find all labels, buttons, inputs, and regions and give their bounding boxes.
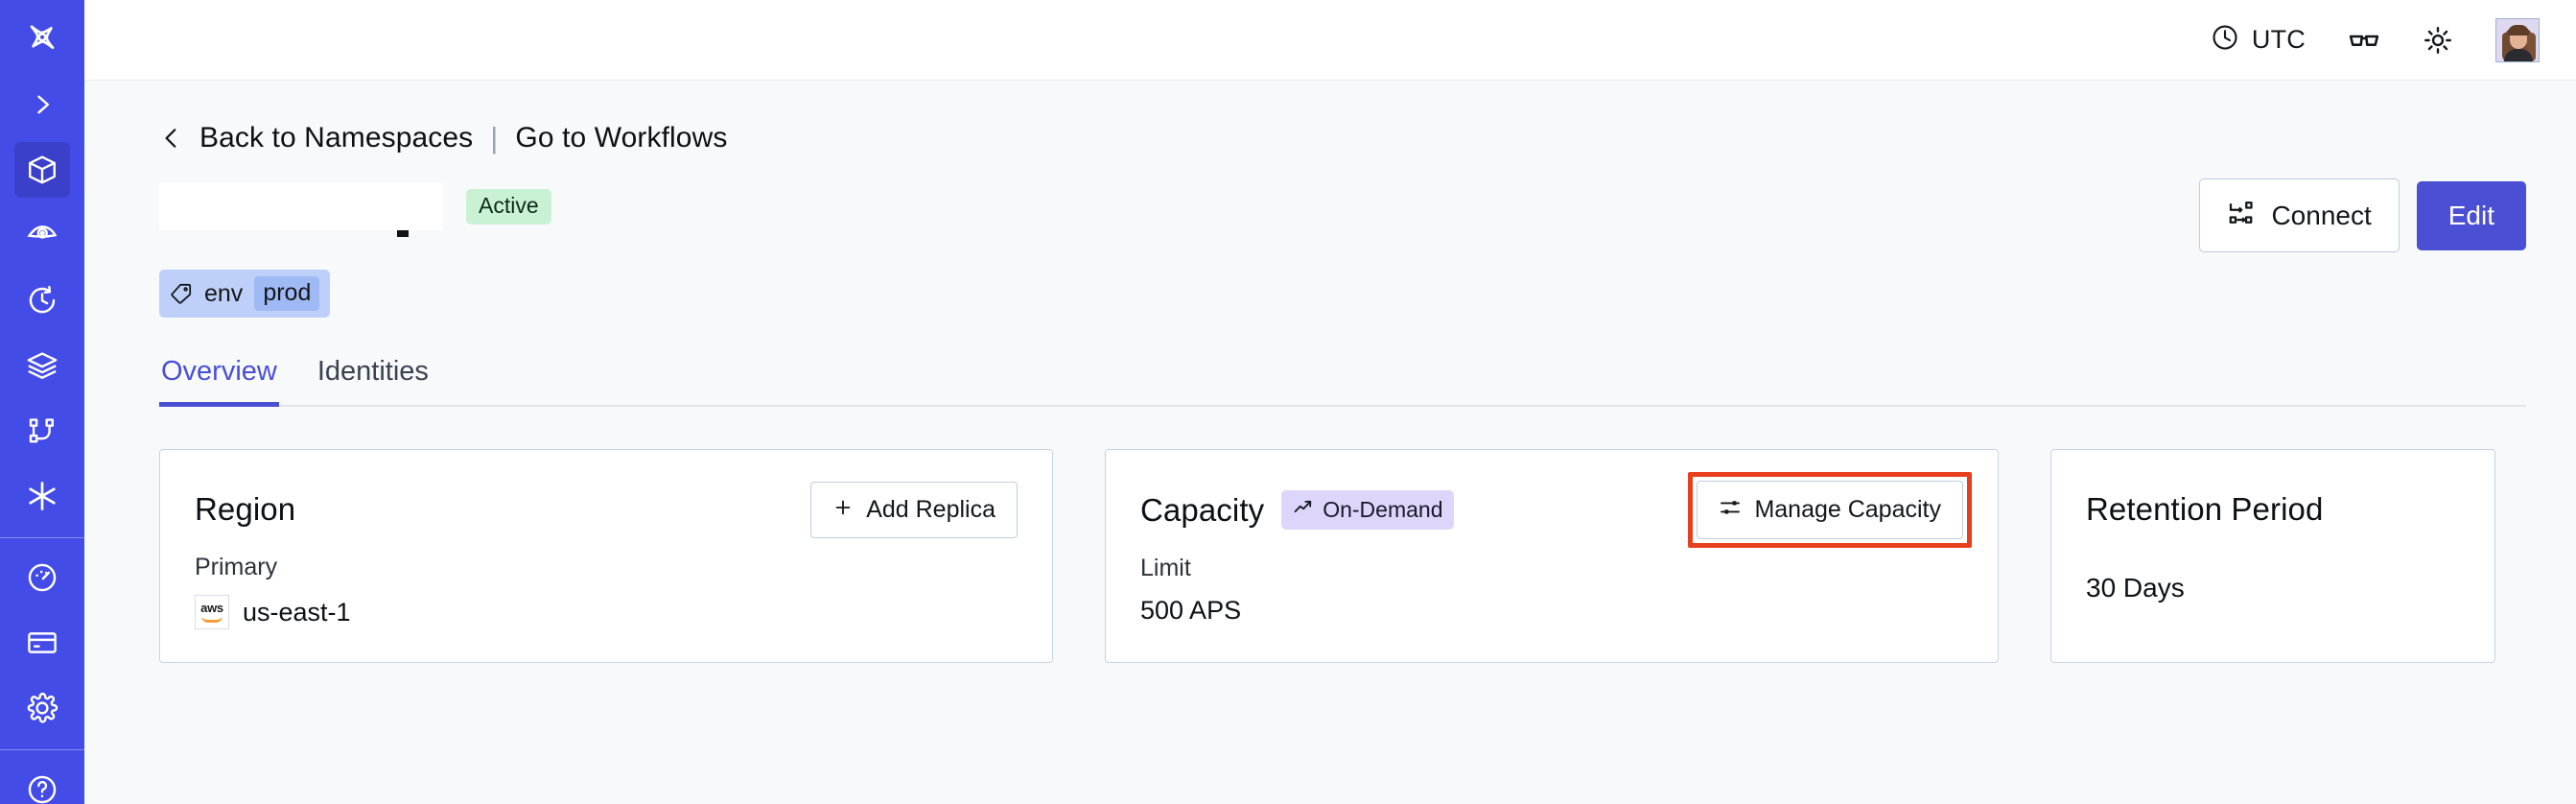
avatar-hair-left [2502,32,2510,59]
sidebar-item-workflows[interactable] [14,403,70,459]
region-card: Region Add Replica Primary aws [159,449,1053,663]
sidebar-item-expand[interactable] [14,77,70,132]
manage-capacity-label: Manage Capacity [1754,496,1941,523]
edit-button[interactable]: Edit [2416,180,2526,250]
sidebar-item-namespaces[interactable] [14,142,70,198]
back-to-namespaces-link[interactable]: Back to Namespaces [199,122,474,154]
clock-arrow-icon [26,284,59,317]
overview-cards: Region Add Replica Primary aws [159,449,2526,663]
header-actions: UTC [2211,17,2540,62]
region-value: us-east-1 [243,597,351,627]
page-content: Back to Namespaces | Go to Workflows Act… [84,81,2576,804]
sidebar-item-usage[interactable] [14,550,70,605]
help-circle-icon [26,773,59,804]
gear-icon [26,692,59,724]
branch-nodes-icon [27,415,58,446]
tab-overview[interactable]: Overview [159,356,279,407]
breadcrumb: Back to Namespaces | Go to Workflows [159,121,2526,155]
capacity-limit-label: Limit [1140,555,1191,581]
capacity-card: Capacity On-Demand Manage Capacity [1105,449,1999,663]
add-replica-label: Add Replica [866,495,995,523]
asterisk-icon [25,479,59,513]
tag-value: prod [254,276,320,311]
on-demand-badge: On-Demand [1281,490,1455,530]
tag-icon [170,282,193,305]
add-replica-button[interactable]: Add Replica [810,481,1018,538]
temporal-star-logo-icon[interactable] [14,12,70,67]
aws-logo-smile [201,616,222,623]
retention-card-title: Retention Period [2086,491,2324,527]
eye-icon [26,219,59,251]
capacity-card-header: Capacity On-Demand Manage Capacity [1140,481,1963,539]
namespace-title-row: Active Connect Edit [159,178,2526,252]
primary-sidebar [0,0,84,804]
region-card-header: Region Add Replica [195,481,1018,538]
sun-icon[interactable] [2423,25,2453,56]
retention-card: Retention Period 30 Days [2050,449,2495,663]
sliders-icon [1719,496,1742,524]
sidebar-divider-bottom [0,749,84,750]
sidebar-item-observability[interactable] [14,207,70,263]
go-to-workflows-link[interactable]: Go to Workflows [515,122,728,154]
sidebar-item-settings[interactable] [14,680,70,736]
region-primary-label: Primary [195,554,278,580]
chevron-left-icon[interactable] [159,124,184,153]
timezone-selector[interactable]: UTC [2211,23,2306,57]
plus-icon [832,497,854,523]
avatar-body [2504,48,2533,61]
status-badge: Active [466,188,551,225]
tab-identities[interactable]: Identities [316,356,429,387]
edit-button-label: Edit [2447,200,2494,230]
namespace-title-group: Active [159,178,551,237]
region-value-row: aws us-east-1 [195,595,1018,629]
sidebar-item-billing[interactable] [14,615,70,671]
region-card-title: Region [195,491,296,527]
sidebar-item-stack[interactable] [14,338,70,393]
avatar-hair-right [2527,32,2536,61]
namespace-tags: env prod [159,270,2526,318]
layers-icon [26,349,59,382]
connect-flow-icon [2227,199,2256,232]
gauge-icon [26,561,59,594]
main-column: UTC [84,0,2576,804]
avatar-hair-front [2508,24,2529,35]
chevron-right-icon [29,91,56,118]
namespace-action-buttons: Connect Edit [2199,178,2526,252]
tag-key: env [204,279,244,307]
top-header-bar: UTC [84,0,2576,81]
trend-up-icon [1293,497,1314,522]
aws-logo-text: aws [200,601,223,615]
namespace-tabs: Overview Identities [159,356,2526,407]
clock-icon [2211,23,2239,57]
retention-card-header: Retention Period [2086,481,2460,538]
connect-button-label: Connect [2271,200,2372,230]
user-avatar[interactable] [2495,17,2540,62]
aws-logo-icon: aws [195,595,229,629]
cube-icon [26,154,59,186]
redaction-artifact [397,230,409,237]
sidebar-item-nexus[interactable] [14,468,70,524]
sidebar-divider-top [0,537,84,538]
namespace-title-redacted [159,182,443,237]
tag-env-prod[interactable]: env prod [159,270,331,318]
glasses-icon[interactable] [2348,24,2380,57]
sidebar-item-schedules[interactable] [14,272,70,328]
connect-button[interactable]: Connect [2199,178,2400,252]
credit-card-icon [26,627,59,659]
retention-value: 30 Days [2086,573,2185,603]
manage-capacity-button[interactable]: Manage Capacity [1697,481,1963,539]
on-demand-badge-label: On-Demand [1323,496,1443,522]
capacity-limit-value: 500 APS [1140,596,1242,625]
capacity-card-title: Capacity [1140,491,1265,528]
timezone-label: UTC [2251,25,2306,54]
breadcrumb-separator: | [490,121,499,154]
sidebar-item-help[interactable] [14,762,70,804]
